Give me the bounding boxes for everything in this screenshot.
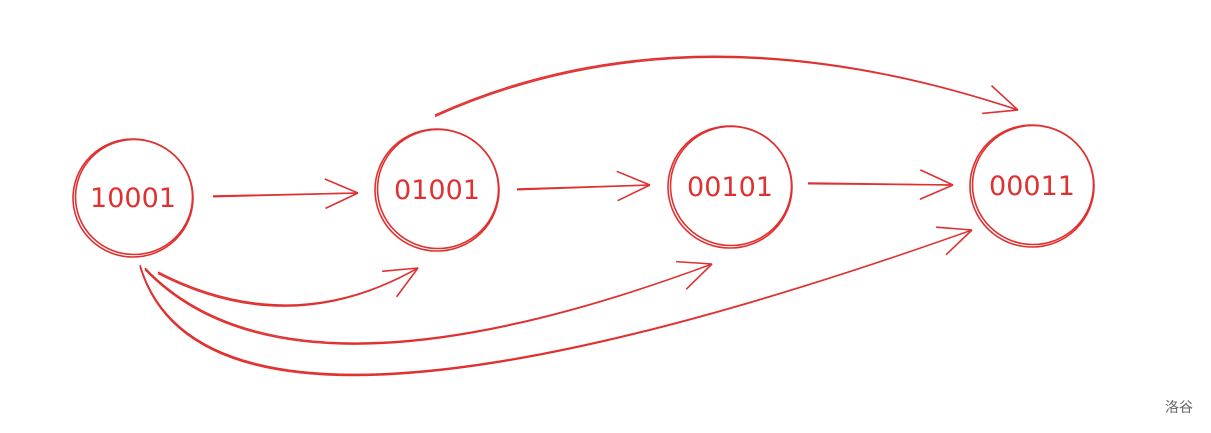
edge-line — [212, 192, 359, 198]
edge-line — [157, 267, 419, 307]
node-01001: 01001 — [374, 128, 500, 252]
edge-n3-n4 — [807, 169, 954, 200]
node-label: 10001 — [90, 183, 176, 214]
arrowhead-icon — [395, 267, 419, 298]
arrowhead-icon — [325, 192, 359, 210]
arrowhead-icon — [324, 178, 359, 194]
edge-line — [139, 229, 973, 377]
edge-line — [434, 56, 1019, 118]
edge-n2-n3 — [516, 170, 651, 202]
edge-n1-n2 — [212, 178, 359, 210]
edge-line — [139, 229, 973, 376]
node-label: 01001 — [394, 175, 480, 206]
edge-n1-n3 — [144, 260, 713, 345]
edge-n1-n2 — [157, 267, 419, 307]
arrowhead-icon — [616, 170, 651, 186]
node-label: 00101 — [687, 172, 773, 203]
arrowhead-icon — [617, 184, 651, 202]
node-circle — [669, 125, 793, 247]
arrowhead-icon — [919, 184, 954, 200]
arrowhead-icon — [945, 229, 973, 256]
edge-line — [144, 263, 713, 345]
node-circle — [376, 128, 500, 250]
arrowhead-icon — [685, 263, 713, 290]
edge-line — [807, 183, 954, 186]
node-00101: 00101 — [667, 125, 793, 249]
arrowhead-icon — [676, 260, 713, 265]
arrowhead-icon — [919, 169, 954, 186]
arrowhead-icon — [982, 109, 1019, 115]
watermark: 洛谷 — [1165, 400, 1193, 416]
edge-line — [434, 55, 1019, 116]
node-circle — [971, 124, 1095, 246]
arrowhead-icon — [936, 226, 973, 231]
node-00011: 00011 — [969, 124, 1095, 248]
node-10001: 10001 — [72, 138, 194, 258]
arrowhead-icon — [382, 267, 419, 273]
edge-n2-n4 — [434, 55, 1019, 118]
arrowhead-icon — [990, 85, 1019, 111]
node-label: 00011 — [989, 171, 1075, 202]
edge-line — [516, 184, 651, 191]
edge-line — [144, 263, 713, 344]
edge-n1-n4 — [139, 226, 973, 377]
node-circle — [74, 138, 194, 256]
